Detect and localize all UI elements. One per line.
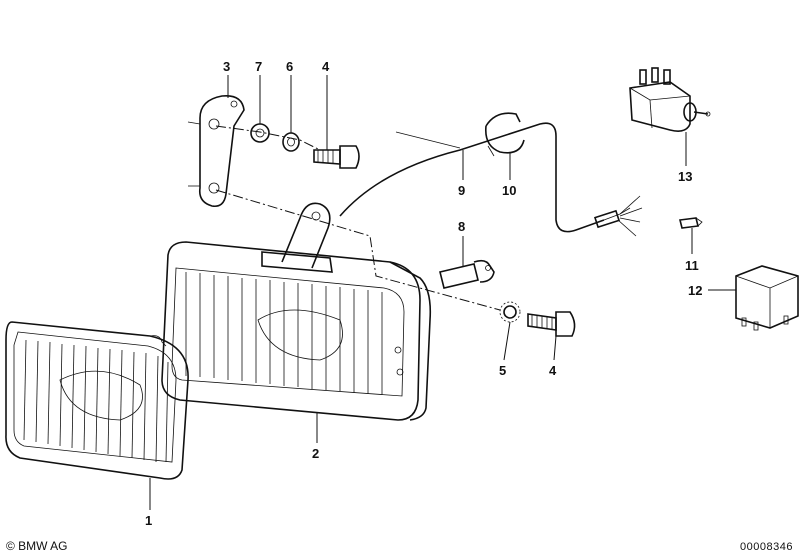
part-9-cable	[339, 122, 643, 237]
part-8-bulb	[439, 259, 495, 289]
label-part-13: 13	[678, 169, 692, 184]
label-part-8: 8	[458, 219, 465, 234]
label-part-5: 5	[499, 363, 506, 378]
label-part-3: 3	[223, 59, 230, 74]
copyright-text: © BMW AG	[6, 539, 68, 553]
label-part-4-top: 4	[322, 59, 330, 74]
part-13-switch	[629, 67, 711, 132]
diagram-id: 00008346	[740, 541, 793, 553]
part-2-housing	[161, 202, 432, 421]
part-5-toothed-washer	[499, 301, 521, 323]
part-4-bolt-top	[313, 145, 360, 169]
label-part-10: 10	[502, 183, 516, 198]
label-part-4-bottom: 4	[549, 363, 557, 378]
label-part-12: 12	[688, 283, 702, 298]
part-4-bolt-bottom	[527, 311, 576, 337]
part-10-clip	[484, 112, 525, 157]
label-part-11: 11	[685, 258, 699, 273]
part-3-bracket	[187, 94, 245, 208]
part-1-lens	[5, 321, 189, 480]
axis-line	[215, 125, 321, 151]
leader-lines	[149, 75, 736, 510]
axis-line	[215, 189, 501, 311]
label-part-2: 2	[312, 446, 319, 461]
part-6-lock-washer	[282, 132, 300, 152]
part-12-relay	[735, 265, 799, 331]
label-part-7: 7	[255, 59, 262, 74]
label-part-6: 6	[286, 59, 293, 74]
label-part-1: 1	[145, 513, 152, 528]
part-11-connector	[679, 217, 703, 229]
label-part-9: 9	[458, 183, 465, 198]
